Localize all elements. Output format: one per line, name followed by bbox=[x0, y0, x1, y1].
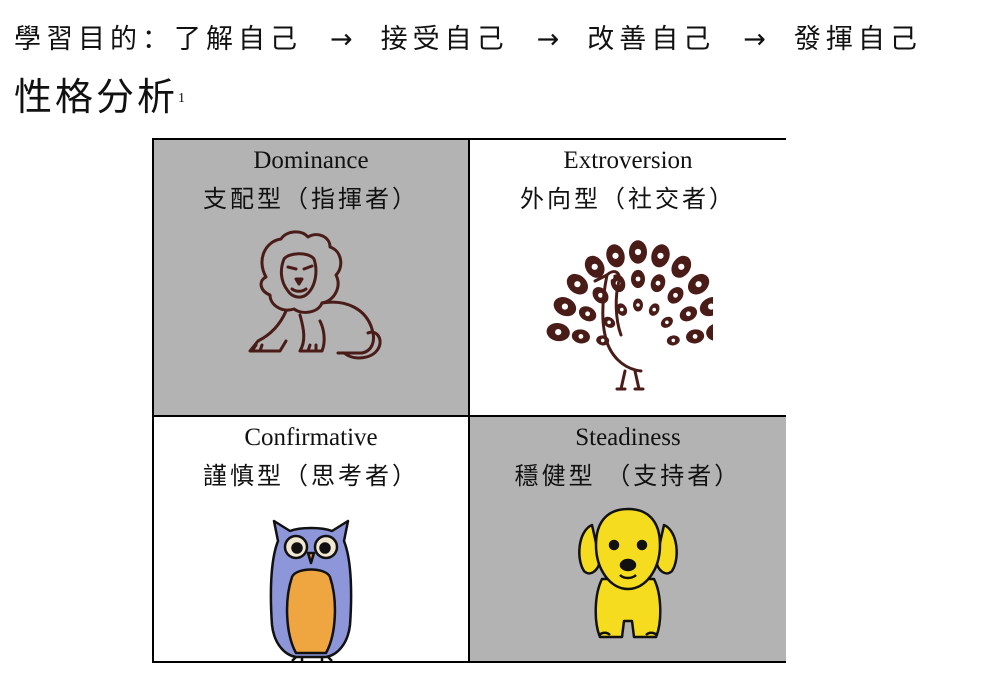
peacock-feather-spot bbox=[678, 263, 685, 270]
peacock-feather-spot bbox=[607, 320, 611, 325]
goal-item: 發揮自己 bbox=[793, 24, 922, 55]
page-title: 性格分析1 bbox=[14, 74, 185, 120]
goal-item: 學習目的：了解自己 bbox=[14, 24, 302, 55]
peacock-feather-spot bbox=[634, 248, 642, 256]
quadrant-steadiness: Steadiness 穩健型 （支持者） bbox=[470, 417, 786, 661]
footnote-marker: 1 bbox=[178, 91, 186, 106]
peacock-feather-spot bbox=[561, 303, 568, 310]
peacock-feather-spot bbox=[686, 311, 691, 317]
peacock-feather-spot bbox=[555, 329, 562, 336]
quadrant-english-label: Steadiness bbox=[575, 424, 681, 451]
peacock-feather-spot bbox=[635, 276, 641, 282]
quadrant-chinese-label: 謹慎型（思考者） bbox=[203, 462, 419, 490]
peacock-feather-spot bbox=[695, 281, 702, 288]
owl-icon bbox=[154, 517, 468, 661]
peacock-feather-spot bbox=[708, 303, 713, 310]
peacock-icon bbox=[470, 235, 786, 395]
peacock-feather-spot bbox=[671, 338, 676, 343]
goal-item: 改善自己 bbox=[587, 24, 716, 55]
arrow-icon: → bbox=[330, 24, 353, 55]
quadrant-chinese-label: 穩健型 （支持者） bbox=[514, 462, 742, 490]
quadrant-dominance: Dominance 支配型（指揮者） bbox=[154, 140, 470, 417]
goal-item: 接受自己 bbox=[380, 24, 509, 55]
personality-grid: Dominance 支配型（指揮者） Extroversion 外向型（社 bbox=[152, 138, 786, 663]
peacock-feather-spot bbox=[600, 338, 605, 343]
peacock-feather-spot bbox=[598, 292, 603, 298]
dog-icon bbox=[470, 505, 786, 641]
peacock-feather-spot bbox=[652, 307, 656, 312]
quadrant-english-label: Dominance bbox=[253, 147, 369, 174]
peacock-feather-spot bbox=[655, 280, 661, 286]
quadrant-english-label: Confirmative bbox=[244, 424, 378, 451]
arrow-icon: → bbox=[743, 24, 766, 55]
peacock-feather-spot bbox=[585, 311, 590, 317]
peacock-feather-spot bbox=[578, 334, 584, 339]
quadrant-confirmative: Confirmative 謹慎型（思考者） bbox=[154, 417, 470, 661]
peacock-feather-spot bbox=[574, 281, 581, 288]
peacock-feather-eye bbox=[706, 323, 713, 342]
quadrant-chinese-label: 外向型（社交者） bbox=[520, 185, 736, 213]
peacock-feather-spot bbox=[591, 263, 598, 270]
peacock-feather-spot bbox=[612, 252, 619, 259]
page-title-text: 性格分析 bbox=[14, 75, 179, 119]
peacock-feather-spot bbox=[673, 292, 678, 298]
peacock-feather-spot bbox=[657, 252, 664, 259]
quadrant-english-label: Extroversion bbox=[563, 147, 693, 174]
lion-icon bbox=[154, 229, 468, 363]
peacock-feather-spot bbox=[665, 320, 669, 325]
arrow-icon: → bbox=[536, 24, 560, 55]
learning-goals: 學習目的：了解自己 → 接受自己 → 改善自己 → 發揮自己 bbox=[14, 24, 922, 56]
quadrant-chinese-label: 支配型（指揮者） bbox=[203, 185, 419, 213]
peacock-feather-spot bbox=[620, 307, 624, 312]
peacock-feather-spot bbox=[692, 334, 698, 339]
quadrant-extroversion: Extroversion 外向型（社交者） bbox=[470, 140, 786, 417]
peacock-feather-spot bbox=[636, 303, 640, 307]
